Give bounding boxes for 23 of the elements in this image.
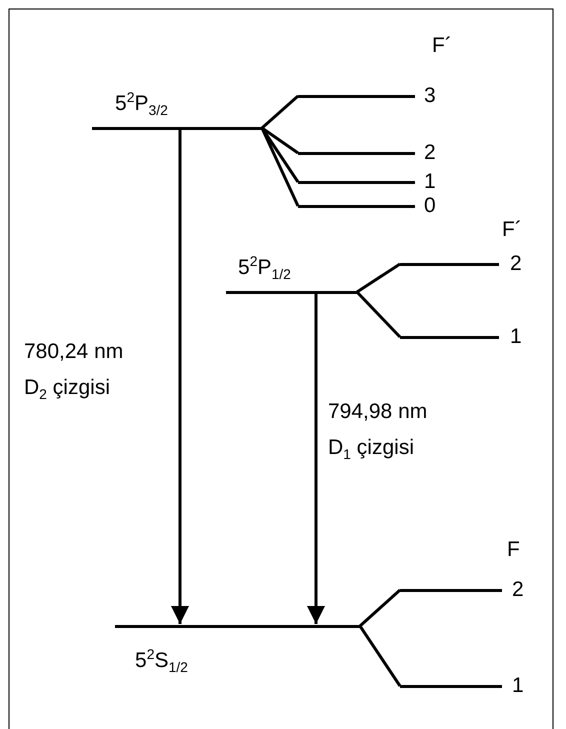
quantum-number: 3	[424, 84, 436, 108]
branch-line	[358, 625, 402, 687]
quantum-number: 2	[512, 578, 524, 602]
branch-line	[359, 588, 401, 628]
branch-line	[356, 262, 401, 294]
branch-line	[261, 126, 299, 154]
quantum-number-heading: F´	[502, 218, 522, 242]
quantum-number-heading: F	[507, 538, 520, 562]
transition-arrow	[171, 130, 189, 624]
quantum-number: 2	[424, 141, 436, 165]
quantum-number: 0	[424, 194, 436, 218]
quantum-number-heading: F´	[432, 34, 452, 58]
level-label: 5$^{2}$S$_{1/2}$	[135, 649, 188, 673]
quantum-number: 1	[424, 170, 436, 194]
branch-line	[260, 127, 300, 207]
branch-line	[261, 94, 299, 130]
transition-arrow	[307, 294, 325, 624]
quantum-number: 1	[510, 325, 522, 349]
level-label: 5$^{2}$P$_{1/2}$	[238, 256, 291, 280]
branch-line	[356, 290, 402, 338]
level-label: 5$^{2}$P$_{3/2}$	[115, 92, 168, 116]
quantum-number: 2	[510, 252, 522, 276]
quantum-number: 1	[512, 674, 524, 698]
